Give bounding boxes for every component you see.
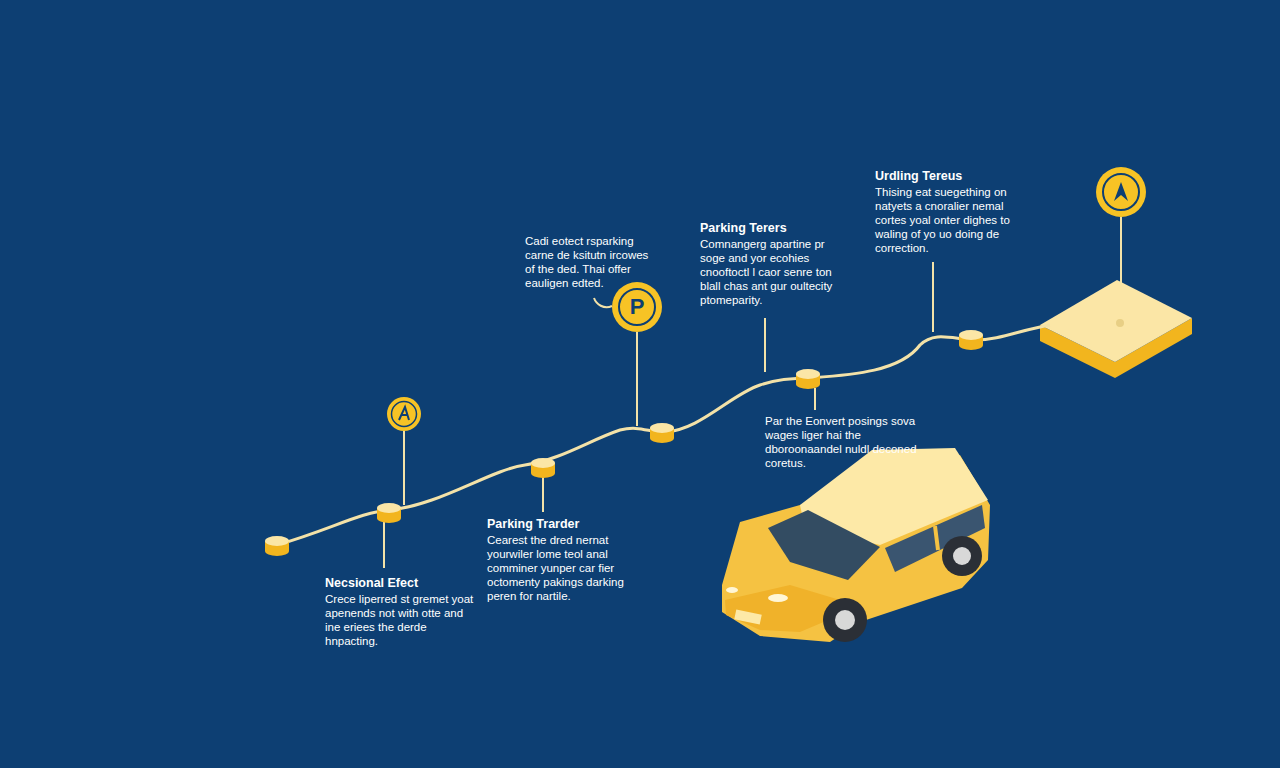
step-description: Thising eat suegething on natyets a cnor…: [875, 185, 1025, 255]
step-heading: Necsional Efect: [325, 576, 475, 591]
map-pin: [387, 397, 421, 431]
step-description: Crece liperred st gremet yoat apenends n…: [325, 592, 475, 648]
step-description: Cadi eotect rsparking carne de ksitutn i…: [525, 234, 660, 290]
map-pin: [1096, 167, 1146, 217]
step-description: Cearest the dred nernat yourwiler lome t…: [487, 533, 647, 603]
step-heading: Parking Terers: [700, 221, 850, 236]
step-heading: Urdling Tereus: [875, 169, 1025, 184]
route-line: [277, 325, 1050, 545]
car-illustration: [722, 448, 990, 642]
pin-symbol: P: [630, 295, 645, 319]
step-description: Comnangerg apartine pr soge and yor ecoh…: [700, 237, 850, 307]
step-description: Par the Eonvert posings sova wages liger…: [765, 414, 920, 470]
step-heading: Parking Trarder: [487, 517, 647, 532]
leader-lines: [384, 217, 1121, 568]
parking-pin: P: [612, 282, 662, 332]
platform: [1040, 280, 1192, 378]
